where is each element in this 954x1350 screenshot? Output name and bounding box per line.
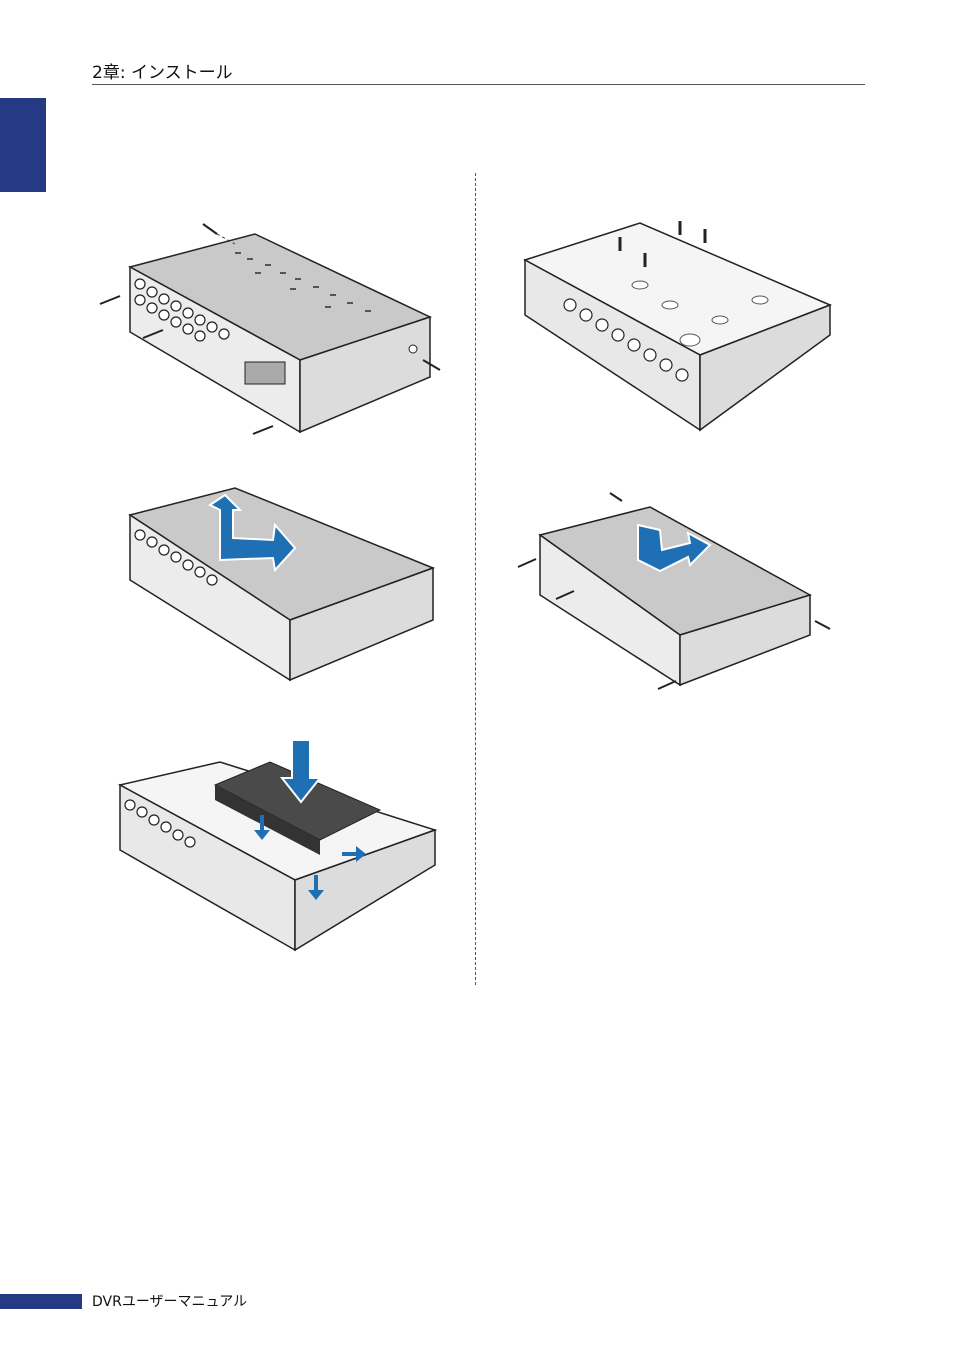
chapter-title: 2章: インストール <box>92 58 233 83</box>
header-rule <box>92 84 865 85</box>
column-divider <box>475 173 476 985</box>
figure-bracket-screws <box>520 215 840 435</box>
chapter-side-tab <box>0 98 46 192</box>
figure-slide-cover-off <box>125 480 445 690</box>
footer-accent-bar <box>0 1294 82 1309</box>
figure-replace-cover <box>510 485 840 700</box>
figure-install-hdd <box>110 740 445 955</box>
footer-manual-title: DVRユーザーマニュアル <box>92 1291 247 1311</box>
figure-remove-cover-screws <box>95 212 455 447</box>
